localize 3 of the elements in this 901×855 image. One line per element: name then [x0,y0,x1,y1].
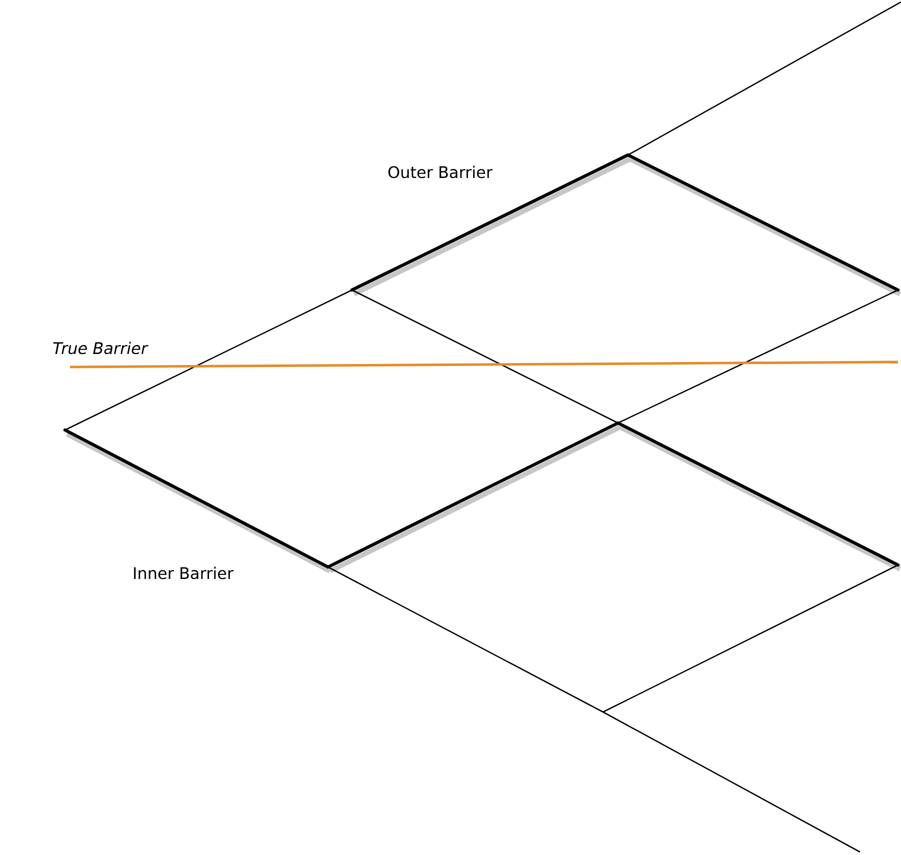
barrier-label: Inner Barrier [134,566,234,580]
barrier-label: True Barrier [53,342,148,354]
barrier-label: Outer Barrier [388,166,493,178]
